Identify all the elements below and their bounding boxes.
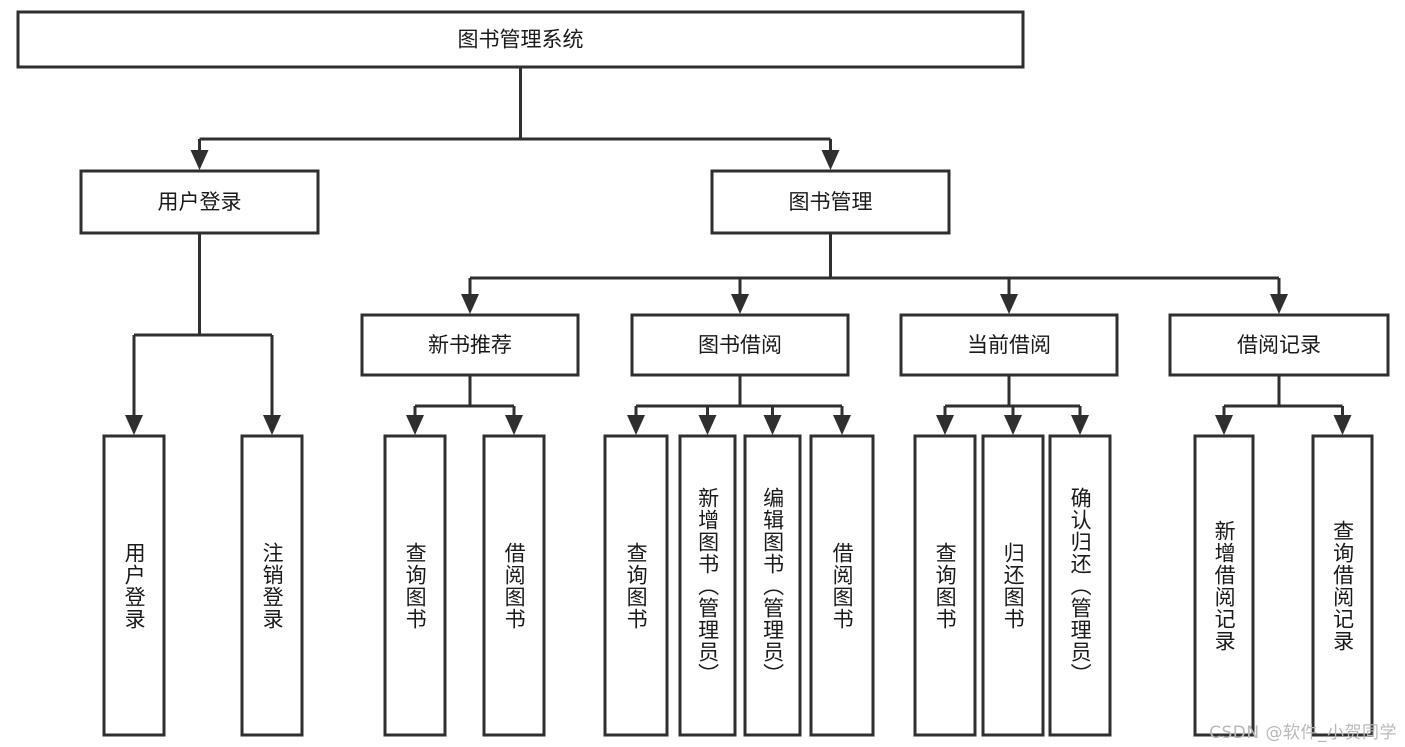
node-box-current-borrow[interactable] (899, 313, 1119, 377)
node-label-user-login: 用户登录 (158, 190, 242, 214)
node-box-leaf-borrow-book[interactable] (809, 434, 875, 737)
node-label-current-borrow: 当前借阅 (967, 333, 1051, 357)
node-box-book-management[interactable] (710, 169, 951, 235)
node-box-leaf-add-borrow-record[interactable] (1193, 434, 1255, 737)
node-box-book-borrow[interactable] (630, 313, 850, 377)
node-box-leaf-user-login[interactable] (102, 434, 166, 737)
node-label-book-management: 图书管理 (789, 190, 873, 214)
node-box-user-login[interactable] (79, 169, 320, 235)
watermark-text: CSDN @软件_小贺同学 (1209, 723, 1397, 743)
box-layer (16, 10, 1390, 737)
node-label-book-borrow: 图书借阅 (698, 333, 782, 357)
node-box-leaf-return-book[interactable] (981, 434, 1045, 737)
connector-layer (125, 67, 1352, 435)
node-box-leaf-query-book-rec[interactable] (383, 434, 447, 737)
node-box-leaf-edit-book-admin[interactable] (743, 434, 802, 737)
node-box-leaf-add-book-admin[interactable] (678, 434, 737, 737)
node-box-leaf-query-book-borrow[interactable] (603, 434, 669, 737)
node-box-leaf-query-borrow-record[interactable] (1311, 434, 1374, 737)
node-box-leaf-logout[interactable] (240, 434, 304, 737)
node-box-leaf-query-book-current[interactable] (913, 434, 977, 737)
node-box-new-book-recommend[interactable] (360, 313, 580, 377)
node-label-borrow-record: 借阅记录 (1237, 333, 1321, 357)
node-box-leaf-confirm-return-admin[interactable] (1048, 434, 1112, 737)
node-label-new-book-recommend: 新书推荐 (428, 333, 512, 357)
node-label-root: 图书管理系统 (458, 28, 584, 52)
node-box-leaf-borrow-book-rec[interactable] (482, 434, 546, 737)
node-box-borrow-record[interactable] (1168, 313, 1390, 377)
node-box-root[interactable] (16, 10, 1025, 69)
